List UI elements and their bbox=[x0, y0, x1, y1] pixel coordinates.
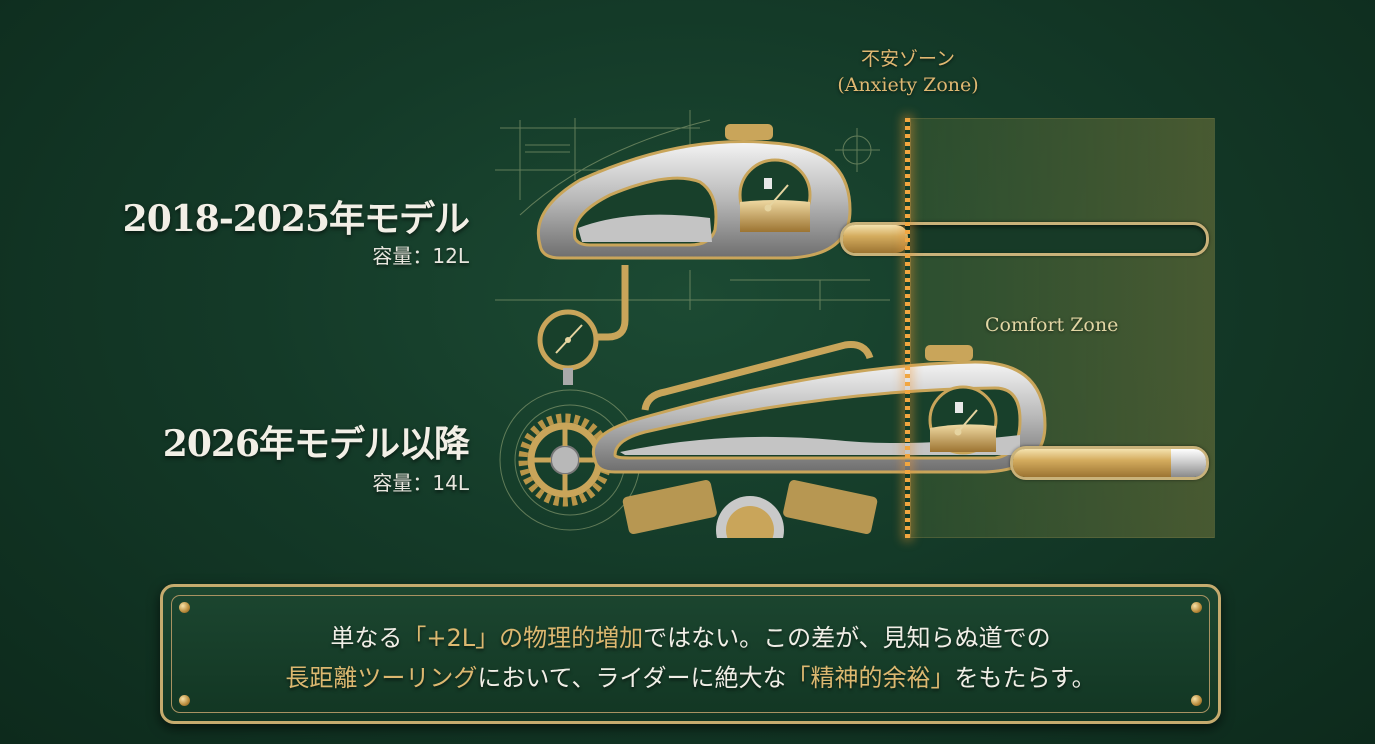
rivet-icon bbox=[1191, 602, 1202, 613]
capacity-bar-14l bbox=[1010, 446, 1209, 480]
capacity-bar-12l-fill bbox=[843, 225, 909, 253]
message-panel: 単なる「+2L」の物理的増加ではない。この差が、見知らぬ道での 長距離ツーリング… bbox=[160, 584, 1221, 724]
message-text: ではない。この差が、見知らぬ道での bbox=[643, 624, 1051, 652]
capacity-bar-14l-fill bbox=[1013, 449, 1172, 477]
engine-icon bbox=[622, 480, 878, 538]
message-panel-inner-border bbox=[171, 595, 1210, 713]
anxiety-zone-divider-line bbox=[905, 118, 910, 538]
model-capacity-12l: 容量：12L bbox=[372, 244, 469, 268]
fuel-tank-14l-icon bbox=[592, 341, 1047, 474]
message-line-2: 長距離ツーリングにおいて、ライダーに絶大な「精神的余裕」をもたらす。 bbox=[163, 658, 1218, 693]
anxiety-zone-label: 不安ゾーン (Anxiety Zone) bbox=[808, 46, 1008, 98]
message-highlight-plus-2l: 「+2L」の物理的増加 bbox=[402, 624, 644, 652]
anxiety-zone-label-jp: 不安ゾーン bbox=[860, 48, 956, 70]
message-text: をもたらす。 bbox=[954, 664, 1096, 692]
fuel-tank-12l-icon bbox=[536, 124, 852, 260]
anxiety-zone-label-en: (Anxiety Zone) bbox=[837, 74, 979, 96]
message-highlight-long-distance-touring: 長距離ツーリング bbox=[285, 664, 478, 692]
message-line-1: 単なる「+2L」の物理的増加ではない。この差が、見知らぬ道での bbox=[163, 618, 1218, 653]
comfort-zone-label: Comfort Zone bbox=[985, 314, 1119, 336]
message-text: において、ライダーに絶大な bbox=[477, 664, 787, 692]
model-title-2018-2025: 2018-2025年モデル bbox=[122, 198, 470, 240]
model-capacity-14l: 容量：14L bbox=[372, 471, 469, 495]
rivet-icon bbox=[1191, 695, 1202, 706]
rivet-icon bbox=[179, 695, 190, 706]
message-text: 単なる bbox=[330, 624, 403, 652]
capacity-bar-12l bbox=[840, 222, 1209, 256]
pressure-gauge-icon bbox=[537, 265, 629, 385]
rivet-icon bbox=[179, 602, 190, 613]
message-highlight-mental-margin: 「精神的余裕」 bbox=[786, 664, 955, 692]
model-title-2026: 2026年モデル以降 bbox=[162, 423, 470, 465]
capacity-bar-14l-fill-end bbox=[1171, 449, 1206, 477]
